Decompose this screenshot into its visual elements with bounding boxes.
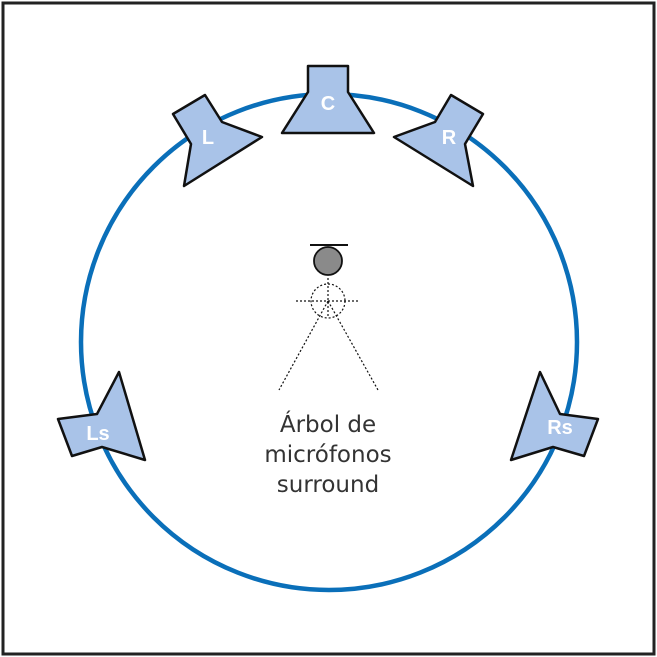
mic-leg-right <box>327 300 379 391</box>
caption-line-2: micrófonos <box>264 442 391 468</box>
speaker-ls-label: Ls <box>86 423 109 445</box>
speaker-right-surround: Rs <box>509 370 600 462</box>
speaker-right-icon <box>392 93 485 188</box>
speaker-center: C <box>280 64 376 135</box>
speaker-right-label: R <box>442 127 457 149</box>
speaker-left-icon <box>171 93 264 188</box>
speaker-left-surround: Ls <box>56 370 147 462</box>
speaker-left: L <box>171 93 264 188</box>
caption-line-3: surround <box>277 472 379 498</box>
speaker-center-icon <box>280 64 376 135</box>
mic-head-icon <box>313 246 343 276</box>
speaker-right: R <box>392 93 485 188</box>
mic-leg-left <box>278 300 329 391</box>
microphone-tree <box>278 244 379 391</box>
speaker-center-label: C <box>321 93 335 115</box>
caption-line-1: Árbol de <box>280 410 376 438</box>
speaker-left-label: L <box>202 127 214 149</box>
speaker-rs-icon <box>509 370 600 462</box>
speaker-ls-icon <box>56 370 147 462</box>
speaker-rs-label: Rs <box>547 417 573 439</box>
